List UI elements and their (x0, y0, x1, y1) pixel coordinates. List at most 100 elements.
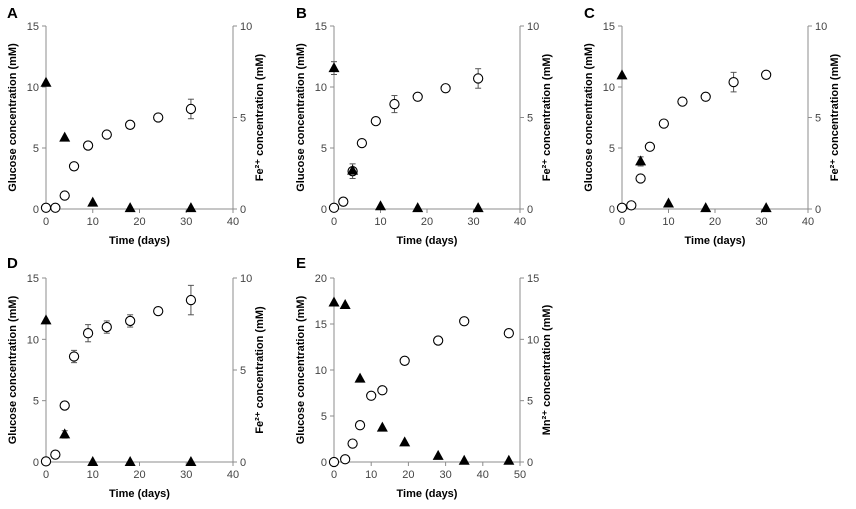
glucose-point (185, 294, 197, 306)
y-left-tick-label: 0 (321, 457, 327, 469)
glucose-point (101, 129, 112, 140)
metal-ion-point (399, 436, 411, 447)
panel-letter: C (584, 5, 595, 22)
x-tick-label: 10 (365, 469, 377, 481)
glucose-point (185, 103, 197, 115)
metal-ion-point (472, 202, 484, 213)
y-right-tick-label: 5 (240, 113, 246, 125)
x-tick-label: 0 (619, 216, 625, 228)
metal-ion-point (40, 314, 52, 325)
x-tick-label: 40 (802, 216, 814, 228)
y-right-axis-title: Fe²⁺ concentration (mM) (541, 53, 553, 181)
y-left-tick-label: 0 (33, 204, 39, 216)
y-left-axis-title: Glucose concentration (mM) (583, 43, 595, 192)
y-left-tick-label: 15 (603, 21, 615, 33)
x-tick-label: 30 (467, 216, 479, 228)
x-tick-label: 0 (43, 469, 49, 481)
y-right-tick-label: 15 (527, 273, 539, 285)
glucose-point (40, 456, 52, 467)
glucose-point (440, 83, 451, 94)
y-right-tick-label: 5 (240, 365, 246, 377)
metal-ion-point (124, 202, 136, 213)
x-tick-label: 20 (133, 216, 145, 228)
y-right-tick-label: 5 (815, 113, 821, 125)
y-right-tick-label: 10 (527, 334, 539, 346)
metal-ion-point (432, 449, 444, 460)
y-left-tick-label: 5 (609, 143, 615, 155)
glucose-point (389, 98, 400, 110)
metal-ion-point (339, 298, 351, 309)
y-left-axis-title: Glucose concentration (mM) (7, 43, 19, 192)
y-left-tick-label: 10 (315, 365, 327, 377)
glucose-point (82, 140, 94, 151)
y-right-tick-label: 10 (815, 21, 827, 33)
glucose-point (328, 202, 340, 213)
glucose-point (356, 137, 368, 149)
x-tick-label: 30 (439, 469, 451, 481)
glucose-point (153, 305, 164, 317)
y-left-tick-label: 15 (315, 21, 327, 33)
glucose-point (412, 91, 423, 102)
metal-ion-point (616, 69, 628, 80)
glucose-point (616, 202, 628, 213)
y-left-tick-label: 0 (33, 457, 39, 469)
y-left-tick-label: 0 (321, 204, 327, 216)
glucose-point (700, 91, 711, 102)
metal-ion-point (87, 456, 99, 466)
y-left-tick-label: 5 (321, 143, 327, 155)
y-right-axis-title: Fe²⁺ concentration (mM) (829, 53, 841, 181)
y-right-axis-title: Mn²⁺ concentration (mM) (541, 304, 553, 435)
metal-ion-point (59, 131, 71, 142)
y-left-tick-label: 0 (609, 204, 615, 216)
glucose-point (124, 315, 136, 327)
metal-ion-point (760, 202, 772, 213)
x-axis-title: Time (days) (685, 235, 746, 247)
metal-ion-point (59, 428, 71, 439)
glucose-point (399, 355, 410, 366)
metal-ion-point (663, 197, 674, 208)
glucose-point (124, 119, 136, 130)
x-tick-label: 30 (755, 216, 767, 228)
metal-ion-point (87, 196, 99, 207)
x-axis-title: Time (days) (109, 235, 170, 247)
y-right-axis-title: Fe²⁺ concentration (mM) (254, 306, 266, 434)
x-tick-label: 0 (331, 216, 337, 228)
metal-ion-point (347, 164, 359, 175)
glucose-point (635, 173, 646, 184)
x-tick-label: 10 (662, 216, 674, 228)
y-left-tick-label: 10 (603, 82, 615, 94)
metal-ion-point (124, 456, 136, 466)
glucose-point (59, 190, 70, 201)
metal-ion-point (458, 454, 470, 465)
glucose-point (82, 328, 94, 339)
glucose-point (68, 351, 80, 362)
y-right-tick-label: 0 (240, 204, 246, 216)
y-right-tick-label: 10 (240, 273, 252, 285)
glucose-point (101, 321, 112, 333)
glucose-point (354, 420, 366, 431)
y-left-axis-title: Glucose concentration (mM) (295, 43, 307, 192)
y-left-tick-label: 15 (27, 273, 39, 285)
metal-ion-point (375, 200, 386, 211)
x-axis-title: Time (days) (397, 488, 458, 500)
glucose-point (370, 116, 381, 127)
metal-ion-point (700, 202, 712, 213)
y-left-axis-title: Glucose concentration (mM) (295, 295, 307, 444)
glucose-point (366, 390, 377, 401)
glucose-point (503, 328, 514, 339)
x-tick-label: 40 (477, 469, 489, 481)
y-left-axis-title: Glucose concentration (mM) (7, 295, 19, 444)
x-tick-label: 30 (180, 216, 192, 228)
glucose-point (626, 200, 637, 211)
x-tick-label: 20 (421, 216, 433, 228)
x-tick-label: 10 (87, 469, 99, 481)
glucose-point (459, 316, 470, 327)
glucose-point (433, 335, 444, 346)
glucose-point (347, 438, 358, 449)
glucose-point (338, 196, 349, 207)
